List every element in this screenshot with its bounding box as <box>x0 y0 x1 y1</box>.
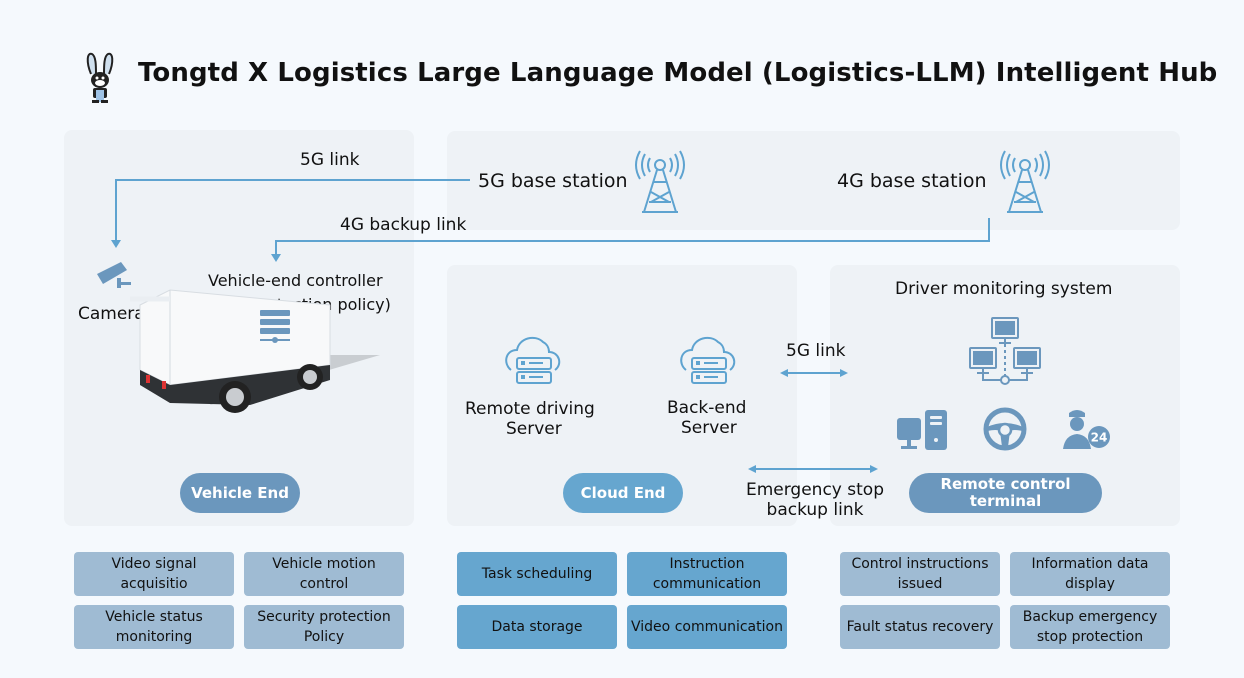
cloud-server-icon <box>505 336 561 384</box>
arrow-left-icon <box>780 369 788 377</box>
vehicle-function-box: Vehicle status monitoring <box>74 605 234 649</box>
cloud-function-box: Data storage <box>457 605 617 649</box>
cloud-function-box: Instruction communication <box>627 552 787 596</box>
cloud-end-badge: Cloud End <box>563 473 683 513</box>
vehicle-function-box: Video signal acquisitio <box>74 552 234 596</box>
four-g-backup-link-line <box>275 218 990 255</box>
arrow-right-icon <box>840 369 848 377</box>
camera-label: Camera <box>78 304 145 324</box>
remote-driving-server-label-line2: Server <box>506 419 562 439</box>
monitoring-function-box: Information data display <box>1010 552 1170 596</box>
back-end-server-label-line1: Back-end <box>667 398 747 418</box>
cloud-function-box: Video communication <box>627 605 787 649</box>
emergency-stop-link-label: Emergency stop backup link <box>745 480 884 520</box>
arrow-left-icon <box>748 465 756 473</box>
five-g-base-station-label: 5G base station <box>478 170 628 192</box>
steering-wheel-icon <box>983 407 1027 451</box>
monitoring-function-box: Control instructions issued <box>840 552 1000 596</box>
arrow-right-icon <box>870 465 878 473</box>
desktop-computer-icon <box>897 410 947 450</box>
cloud-server-icon <box>680 336 736 384</box>
monitoring-function-box: Fault status recovery <box>840 605 1000 649</box>
five-g-middle-link-label: 5G link <box>786 341 846 361</box>
rabbit-mascot-icon <box>86 52 114 103</box>
cloud-function-box: Task scheduling <box>457 552 617 596</box>
four-g-base-station-label: 4G base station <box>837 170 987 192</box>
remote-driving-server-label-line1: Remote driving <box>465 399 595 419</box>
five-g-link-label: 5G link <box>300 150 360 170</box>
signal-tower-icon <box>1000 150 1050 213</box>
four-g-backup-link-label: 4G backup link <box>340 215 467 235</box>
base-station-panel <box>447 131 1180 230</box>
support-agent-24-icon: 24 <box>1063 410 1110 449</box>
driver-monitoring-title: Driver monitoring system <box>895 279 1113 299</box>
vehicle-function-box: Security protection Policy <box>244 605 404 649</box>
vehicle-end-badge: Vehicle End <box>180 473 300 513</box>
vehicle-controller-label-line1: Vehicle-end controller <box>208 271 383 290</box>
agent-badge-text: 24 <box>1091 431 1108 445</box>
page-title: Tongtd X Logistics Large Language Model … <box>138 58 1218 88</box>
camera-icon <box>97 262 131 288</box>
delivery-vehicle-image <box>130 289 380 413</box>
signal-tower-icon <box>635 150 685 213</box>
remote-control-terminal-badge: Remote control terminal <box>909 473 1102 513</box>
five-g-link-line <box>115 179 470 240</box>
arrow-down-icon <box>271 254 281 262</box>
back-end-server-label-line2: Server <box>681 418 737 438</box>
vehicle-function-box: Vehicle motion control <box>244 552 404 596</box>
network-computers-icon <box>969 317 1041 385</box>
arrow-down-icon <box>111 240 121 248</box>
monitoring-function-box: Backup emergency stop protection <box>1010 605 1170 649</box>
